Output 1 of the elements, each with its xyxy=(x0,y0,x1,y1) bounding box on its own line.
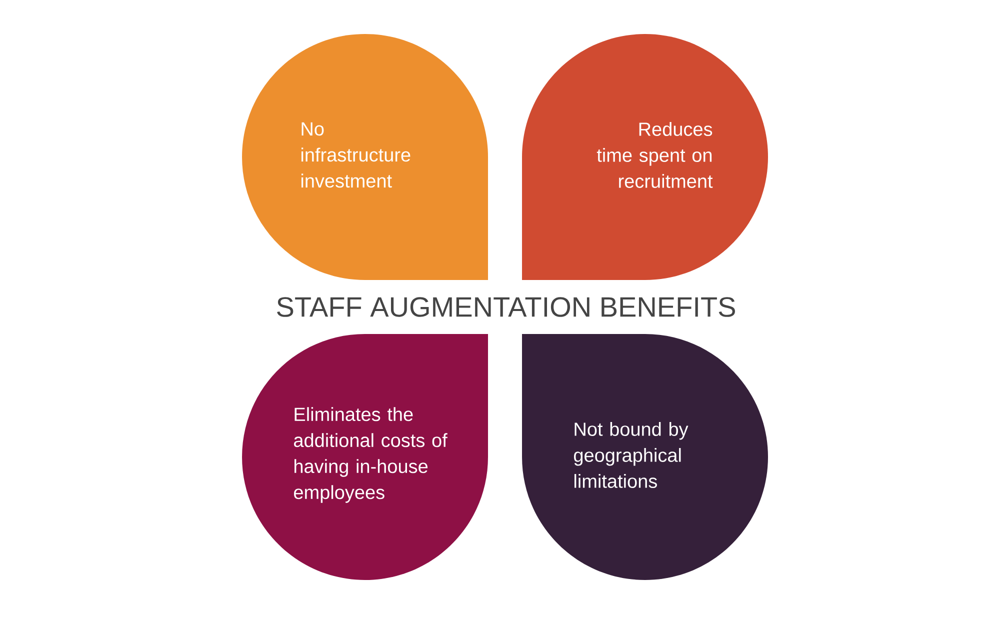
title: STAFF AUGMENTATION BENEFITS xyxy=(277,297,735,317)
